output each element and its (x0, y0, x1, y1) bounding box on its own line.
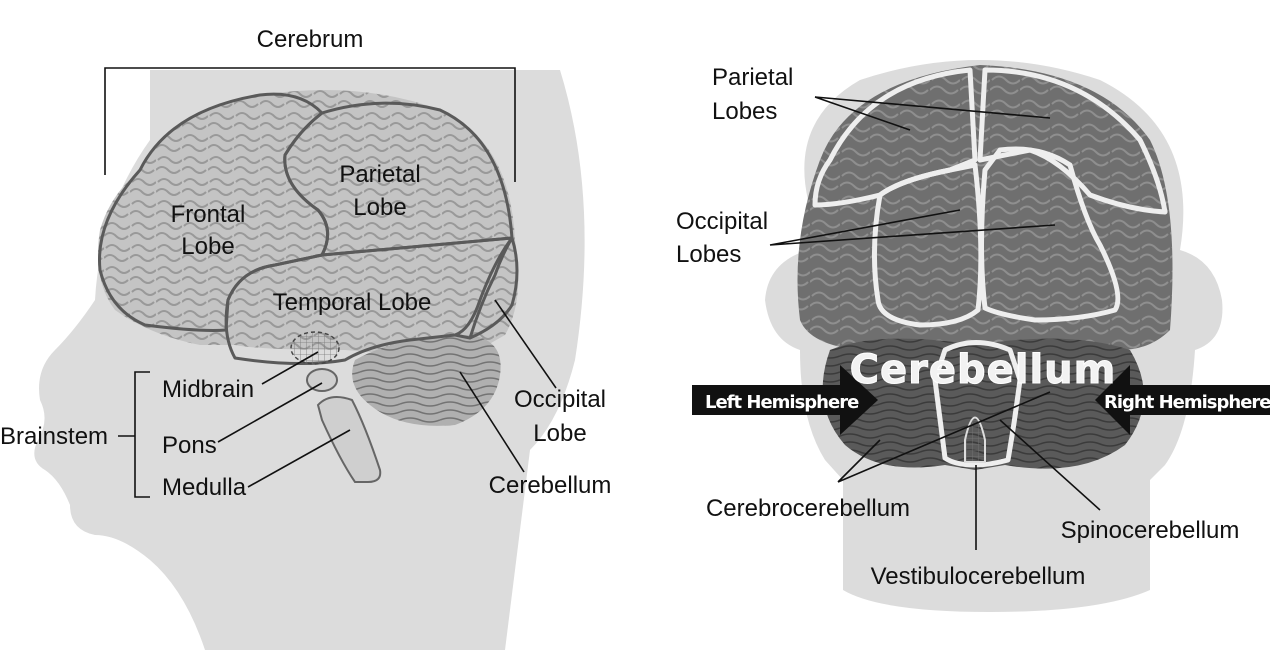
occipital-leader-right (769, 209, 1056, 246)
medulla-label: Medulla (162, 474, 247, 501)
cerebellum-leader (459, 371, 525, 473)
spinocerebellum-label: Spinocerebellum (1061, 517, 1240, 544)
vestibulocerebellum-label: Vestibulocerebellum (871, 563, 1086, 590)
medulla-leader (247, 429, 351, 488)
right-hemisphere-arrow (1095, 365, 1270, 435)
occipital-lobes-outline (871, 146, 1121, 328)
posterior-view: Left Hemisphere Right Hemisphere Cerebel… (676, 60, 1272, 612)
parietal-lobes-label-1: Parietal (712, 64, 793, 91)
right-hemisphere-label: Right Hemisphere (1104, 392, 1271, 413)
lateral-view: Cerebrum Frontal Lobe Parietal Lobe Temp… (0, 26, 611, 650)
frontal-lobe-label-2: Lobe (181, 233, 234, 260)
frontal-lobe-label-1: Frontal (171, 201, 246, 228)
temporal-lobe-outline (224, 236, 514, 366)
occipital-lobe-label-1: Occipital (514, 386, 606, 413)
spinocerebellum-leader (999, 419, 1101, 511)
cerebrocerebellum-label: Cerebrocerebellum (706, 495, 910, 522)
parietal-lobe-label-1: Parietal (339, 161, 420, 188)
medulla-shape (316, 395, 382, 483)
pons-leader (217, 382, 323, 443)
cerebrocerebellum-leader (837, 391, 1051, 483)
midbrain-label: Midbrain (162, 376, 254, 403)
brainstem-label: Brainstem (0, 423, 108, 450)
pons-label: Pons (162, 432, 217, 459)
parietal-lobes-label-2: Lobes (712, 98, 777, 125)
occipital-lobe-label-2: Lobe (533, 420, 586, 447)
parietal-lobe-label-2: Lobe (353, 194, 406, 221)
left-hemisphere-arrow (692, 365, 878, 435)
midbrain-leader (261, 351, 319, 385)
brainstem-bracket (118, 371, 150, 498)
parietal-leader (814, 96, 1051, 131)
temporal-lobe-label: Temporal Lobe (273, 289, 432, 316)
cerebrum-bracket (104, 67, 516, 182)
occipital-lobes-label-1: Occipital (676, 208, 768, 235)
cerebellum-title: Cerebellum (850, 347, 1117, 393)
occipital-lobes-label-2: Lobes (676, 241, 741, 268)
left-hemisphere-label: Left Hemisphere (705, 392, 859, 413)
cerebrum-label: Cerebrum (257, 26, 364, 53)
vermis-outline (932, 340, 1023, 468)
occipital-leader (494, 299, 557, 389)
pons-shape (306, 368, 338, 392)
midbrain-region (290, 331, 340, 365)
vestibulocerebellum-region (964, 416, 986, 463)
cerebellum-label: Cerebellum (489, 472, 612, 499)
